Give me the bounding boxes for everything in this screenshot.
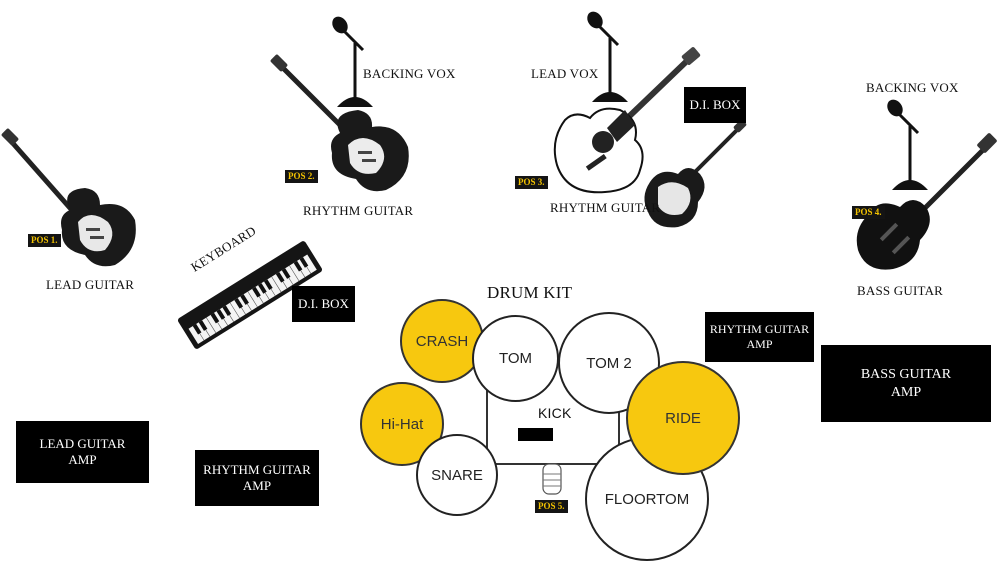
rhythm-guitar-amp-left-line2: AMP	[242, 478, 272, 493]
drum-ride: RIDE	[626, 361, 740, 475]
pos-badge-4: POS 4.	[852, 206, 885, 219]
pos-badge-3: POS 3.	[515, 176, 548, 189]
rhythm-guitar-amp-left: RHYTHM GUITAR AMP	[195, 450, 319, 506]
drum-crash: CRASH	[400, 299, 484, 383]
microphone-stand-left-icon	[332, 16, 373, 107]
drum-tom: TOM	[472, 315, 559, 402]
bass-guitar-icon	[856, 133, 997, 270]
di-box-mid: D.I. BOX	[292, 286, 355, 322]
rhythm-guitar-amp-left-line1: RHYTHM GUITAR	[203, 461, 311, 477]
drum-kit-title: DRUM KIT	[487, 283, 573, 302]
acoustic-guitar-icon	[553, 47, 701, 194]
drum-tom2: TOM 2	[558, 312, 660, 414]
drum-snare: SNARE	[416, 434, 498, 516]
lead-guitar-amp-line2: AMP	[68, 452, 97, 467]
pos-badge-5: POS 5.	[535, 500, 568, 513]
drum-throne-icon	[542, 463, 562, 495]
pos-badge-2: POS 2.	[285, 170, 318, 183]
backing-vox-right-label: BACKING VOX	[866, 80, 959, 95]
rhythm-guitar-left-icon	[270, 54, 409, 192]
rhythm-guitar-center-icon	[644, 119, 747, 228]
lead-guitar-icon	[1, 128, 136, 267]
di-box-top: D.I. BOX	[684, 87, 746, 123]
lead-guitar-amp-line1: LEAD GUITAR	[39, 435, 126, 451]
rhythm-guitar-amp-right-line1: RHYTHM GUITAR	[709, 322, 810, 336]
bass-guitar-amp: BASS GUITAR AMP	[821, 345, 991, 422]
rhythm-guitar-center-label: RHYTHM GUITAR	[550, 200, 661, 215]
lead-guitar-amp: LEAD GUITAR AMP	[16, 421, 149, 483]
lead-vox-label: LEAD VOX	[531, 66, 599, 81]
microphone-stand-right-icon	[887, 99, 928, 190]
lead-guitar-label: LEAD GUITAR	[46, 277, 135, 292]
kick-pedal-block	[518, 428, 553, 441]
drum-kick-label: KICK	[538, 405, 572, 421]
bass-guitar-amp-line1: BASS GUITAR	[860, 367, 952, 382]
bass-guitar-label: BASS GUITAR	[857, 283, 944, 298]
microphone-stand-lead-icon	[587, 11, 628, 102]
keyboard-icon	[177, 241, 323, 349]
rhythm-guitar-amp-right: RHYTHM GUITAR AMP	[705, 312, 814, 362]
rhythm-guitar-amp-right-line2: AMP	[746, 337, 773, 351]
bass-guitar-amp-line2: AMP	[890, 384, 922, 400]
backing-vox-left-label: BACKING VOX	[363, 66, 456, 81]
pos-badge-1: POS 1.	[28, 234, 61, 247]
rhythm-guitar-left-label: RHYTHM GUITAR	[303, 203, 414, 218]
